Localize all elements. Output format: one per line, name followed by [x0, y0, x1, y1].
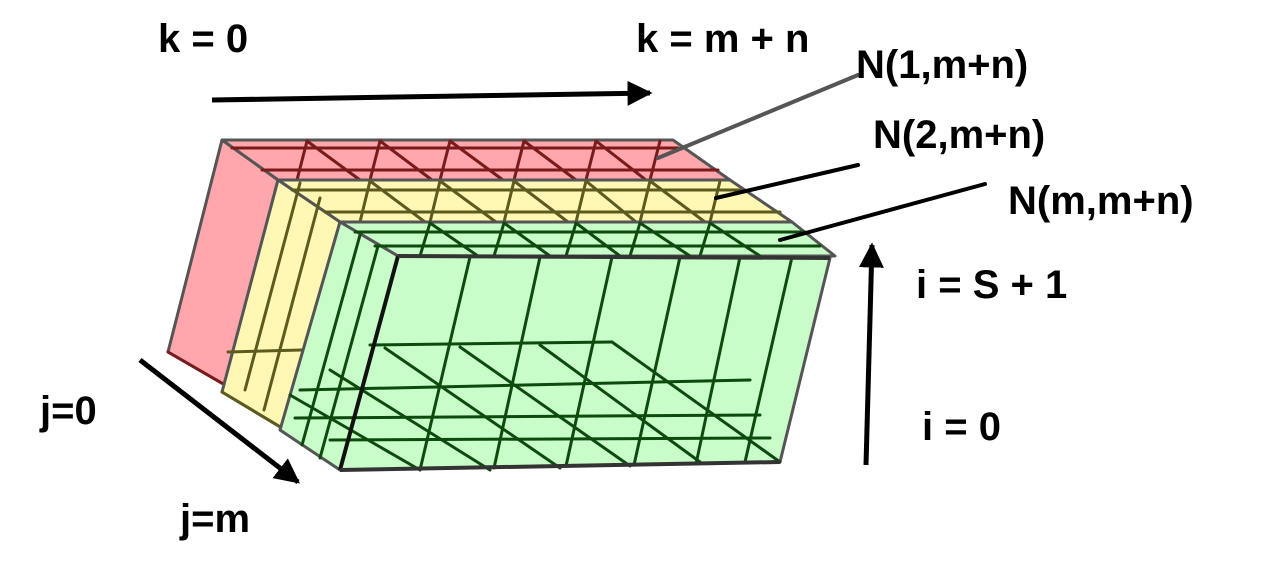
- layer-m-label: N(m,m+n): [1008, 179, 1194, 223]
- i-top-label: i = S + 1: [916, 263, 1067, 307]
- layer-1-grid: [166, 139, 720, 387]
- front-edge-bottom: [339, 460, 781, 472]
- layer-2-label: N(2,m+n): [873, 113, 1045, 157]
- i-bottom-label: i = 0: [922, 405, 1001, 449]
- k-end-label: k = m + n: [636, 17, 809, 61]
- layer-1-label: N(1,m+n): [856, 43, 1028, 87]
- leader-layer-2: [714, 163, 860, 200]
- layer-m-slab: [278, 220, 837, 472]
- j-axis-arrow: [138, 358, 300, 484]
- j-end-label: j=m: [179, 497, 250, 541]
- i-axis-arrow: [858, 242, 884, 466]
- layer-1-slab: [166, 138, 732, 387]
- front-edge-top: [397, 254, 831, 260]
- leader-layer-1: [656, 73, 860, 160]
- layer-m-top-face: [338, 220, 837, 258]
- k-axis-arrow: [211, 80, 653, 106]
- layer-m-grid: [288, 221, 822, 472]
- front-edge-left: [338, 255, 400, 471]
- leader-layer-m: [778, 182, 987, 242]
- k-start-label: k = 0: [158, 17, 248, 61]
- j-start-label: j=0: [39, 389, 97, 433]
